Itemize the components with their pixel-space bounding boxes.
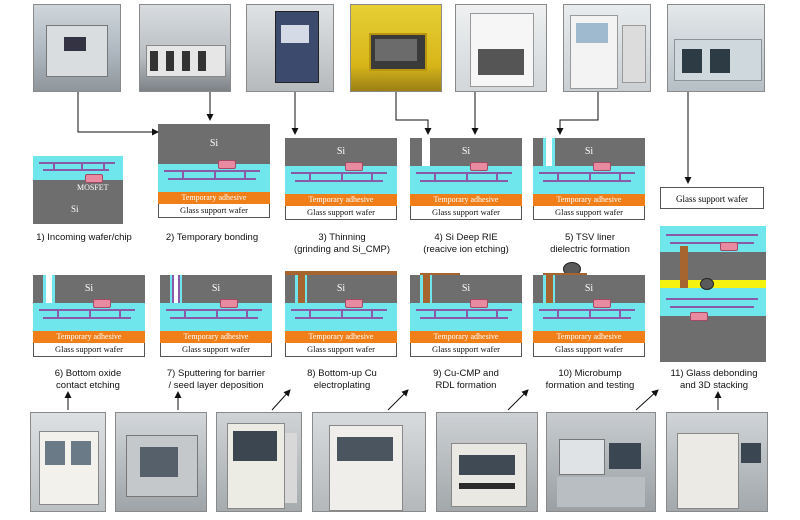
step-5-cross-section: Si Temporary adhesive Glass support wafe… xyxy=(533,138,645,220)
step-10-cross-section: Si Temporary adhesive Glass support wafe… xyxy=(533,262,645,357)
equipment-photo-9 xyxy=(115,412,207,512)
si-label-10: Si xyxy=(584,283,594,294)
adhesive-label-7: Temporary adhesive xyxy=(160,331,272,343)
equipment-photo-14 xyxy=(666,412,768,512)
mosfet-label: MOSFET xyxy=(77,183,109,192)
step-7-cross-section: Si Temporary adhesive Glass support wafe… xyxy=(160,275,272,357)
si-label-5: Si xyxy=(584,146,594,157)
si-label-7: Si xyxy=(211,283,221,294)
glass-label-8: Glass support wafer xyxy=(285,343,397,357)
adhesive-label-10: Temporary adhesive xyxy=(533,331,645,343)
equipment-photo-2 xyxy=(139,4,231,92)
glass-label-10: Glass support wafer xyxy=(533,343,645,357)
equipment-photo-4 xyxy=(350,4,442,92)
equipment-photo-3 xyxy=(246,4,334,92)
step-3-cross-section: Si Temporary adhesive Glass support wafe… xyxy=(285,138,397,220)
glass-label-2: Glass support wafer xyxy=(158,204,270,218)
si-label-6: Si xyxy=(84,283,94,294)
glass-label-4: Glass support wafer xyxy=(410,206,522,220)
adhesive-label-8: Temporary adhesive xyxy=(285,331,397,343)
glass-support-wafer-debonded: Glass support wafer xyxy=(660,187,764,209)
equipment-photo-6 xyxy=(563,4,651,92)
caption-step-1: 1) Incoming wafer/chip xyxy=(36,232,132,243)
si-label-4: Si xyxy=(461,146,471,157)
equipment-photo-11 xyxy=(312,412,426,512)
si-label-1: Si xyxy=(71,204,79,214)
equipment-photo-5 xyxy=(455,4,547,92)
glass-label-3: Glass support wafer xyxy=(285,206,397,220)
si-label-8: Si xyxy=(336,283,346,294)
si-label-3: Si xyxy=(336,146,346,157)
equipment-photo-8 xyxy=(30,412,106,512)
equipment-photo-7 xyxy=(667,4,765,92)
equipment-photo-1 xyxy=(33,4,121,92)
glass-label-7: Glass support wafer xyxy=(160,343,272,357)
adhesive-label-6: Temporary adhesive xyxy=(33,331,145,343)
step-2-cross-section: Si Temporary adhesive Glass support wafe… xyxy=(158,124,270,218)
glass-label-5: Glass support wafer xyxy=(533,206,645,220)
equipment-photo-10 xyxy=(216,412,302,512)
glass-label-9: Glass support wafer xyxy=(410,343,522,357)
si-label-9: Si xyxy=(461,283,471,294)
glass-label-6: Glass support wafer xyxy=(33,343,145,357)
adhesive-label-5: Temporary adhesive xyxy=(533,194,645,206)
equipment-photo-12 xyxy=(436,412,538,512)
equipment-photo-13 xyxy=(546,412,656,512)
caption-step-4: 4) Si Deep RIE(reacive ion etching) xyxy=(423,232,509,255)
step-4-cross-section: Si Temporary adhesive Glass support wafe… xyxy=(410,138,522,220)
step-11-3d-stack xyxy=(660,226,766,362)
adhesive-label-9: Temporary adhesive xyxy=(410,331,522,343)
si-label-2: Si xyxy=(209,138,219,149)
step-1-cross-section: MOSFET Si xyxy=(33,156,123,224)
adhesive-label-3: Temporary adhesive xyxy=(285,194,397,206)
step-6-cross-section: Si Temporary adhesive Glass support wafe… xyxy=(33,275,145,357)
caption-step-3: 3) Thinning(grinding and Si_CMP) xyxy=(293,232,391,255)
caption-step-2: 2) Temporary bonding xyxy=(165,232,259,243)
caption-step-7: 7) Sputtering for barrier/ seed layer de… xyxy=(166,368,266,391)
step-8-cross-section: Si Temporary adhesive Glass support wafe… xyxy=(285,271,397,357)
step-9-cross-section: Si Temporary adhesive Glass support wafe… xyxy=(410,273,522,357)
adhesive-label-4: Temporary adhesive xyxy=(410,194,522,206)
adhesive-label-2: Temporary adhesive xyxy=(158,192,270,204)
